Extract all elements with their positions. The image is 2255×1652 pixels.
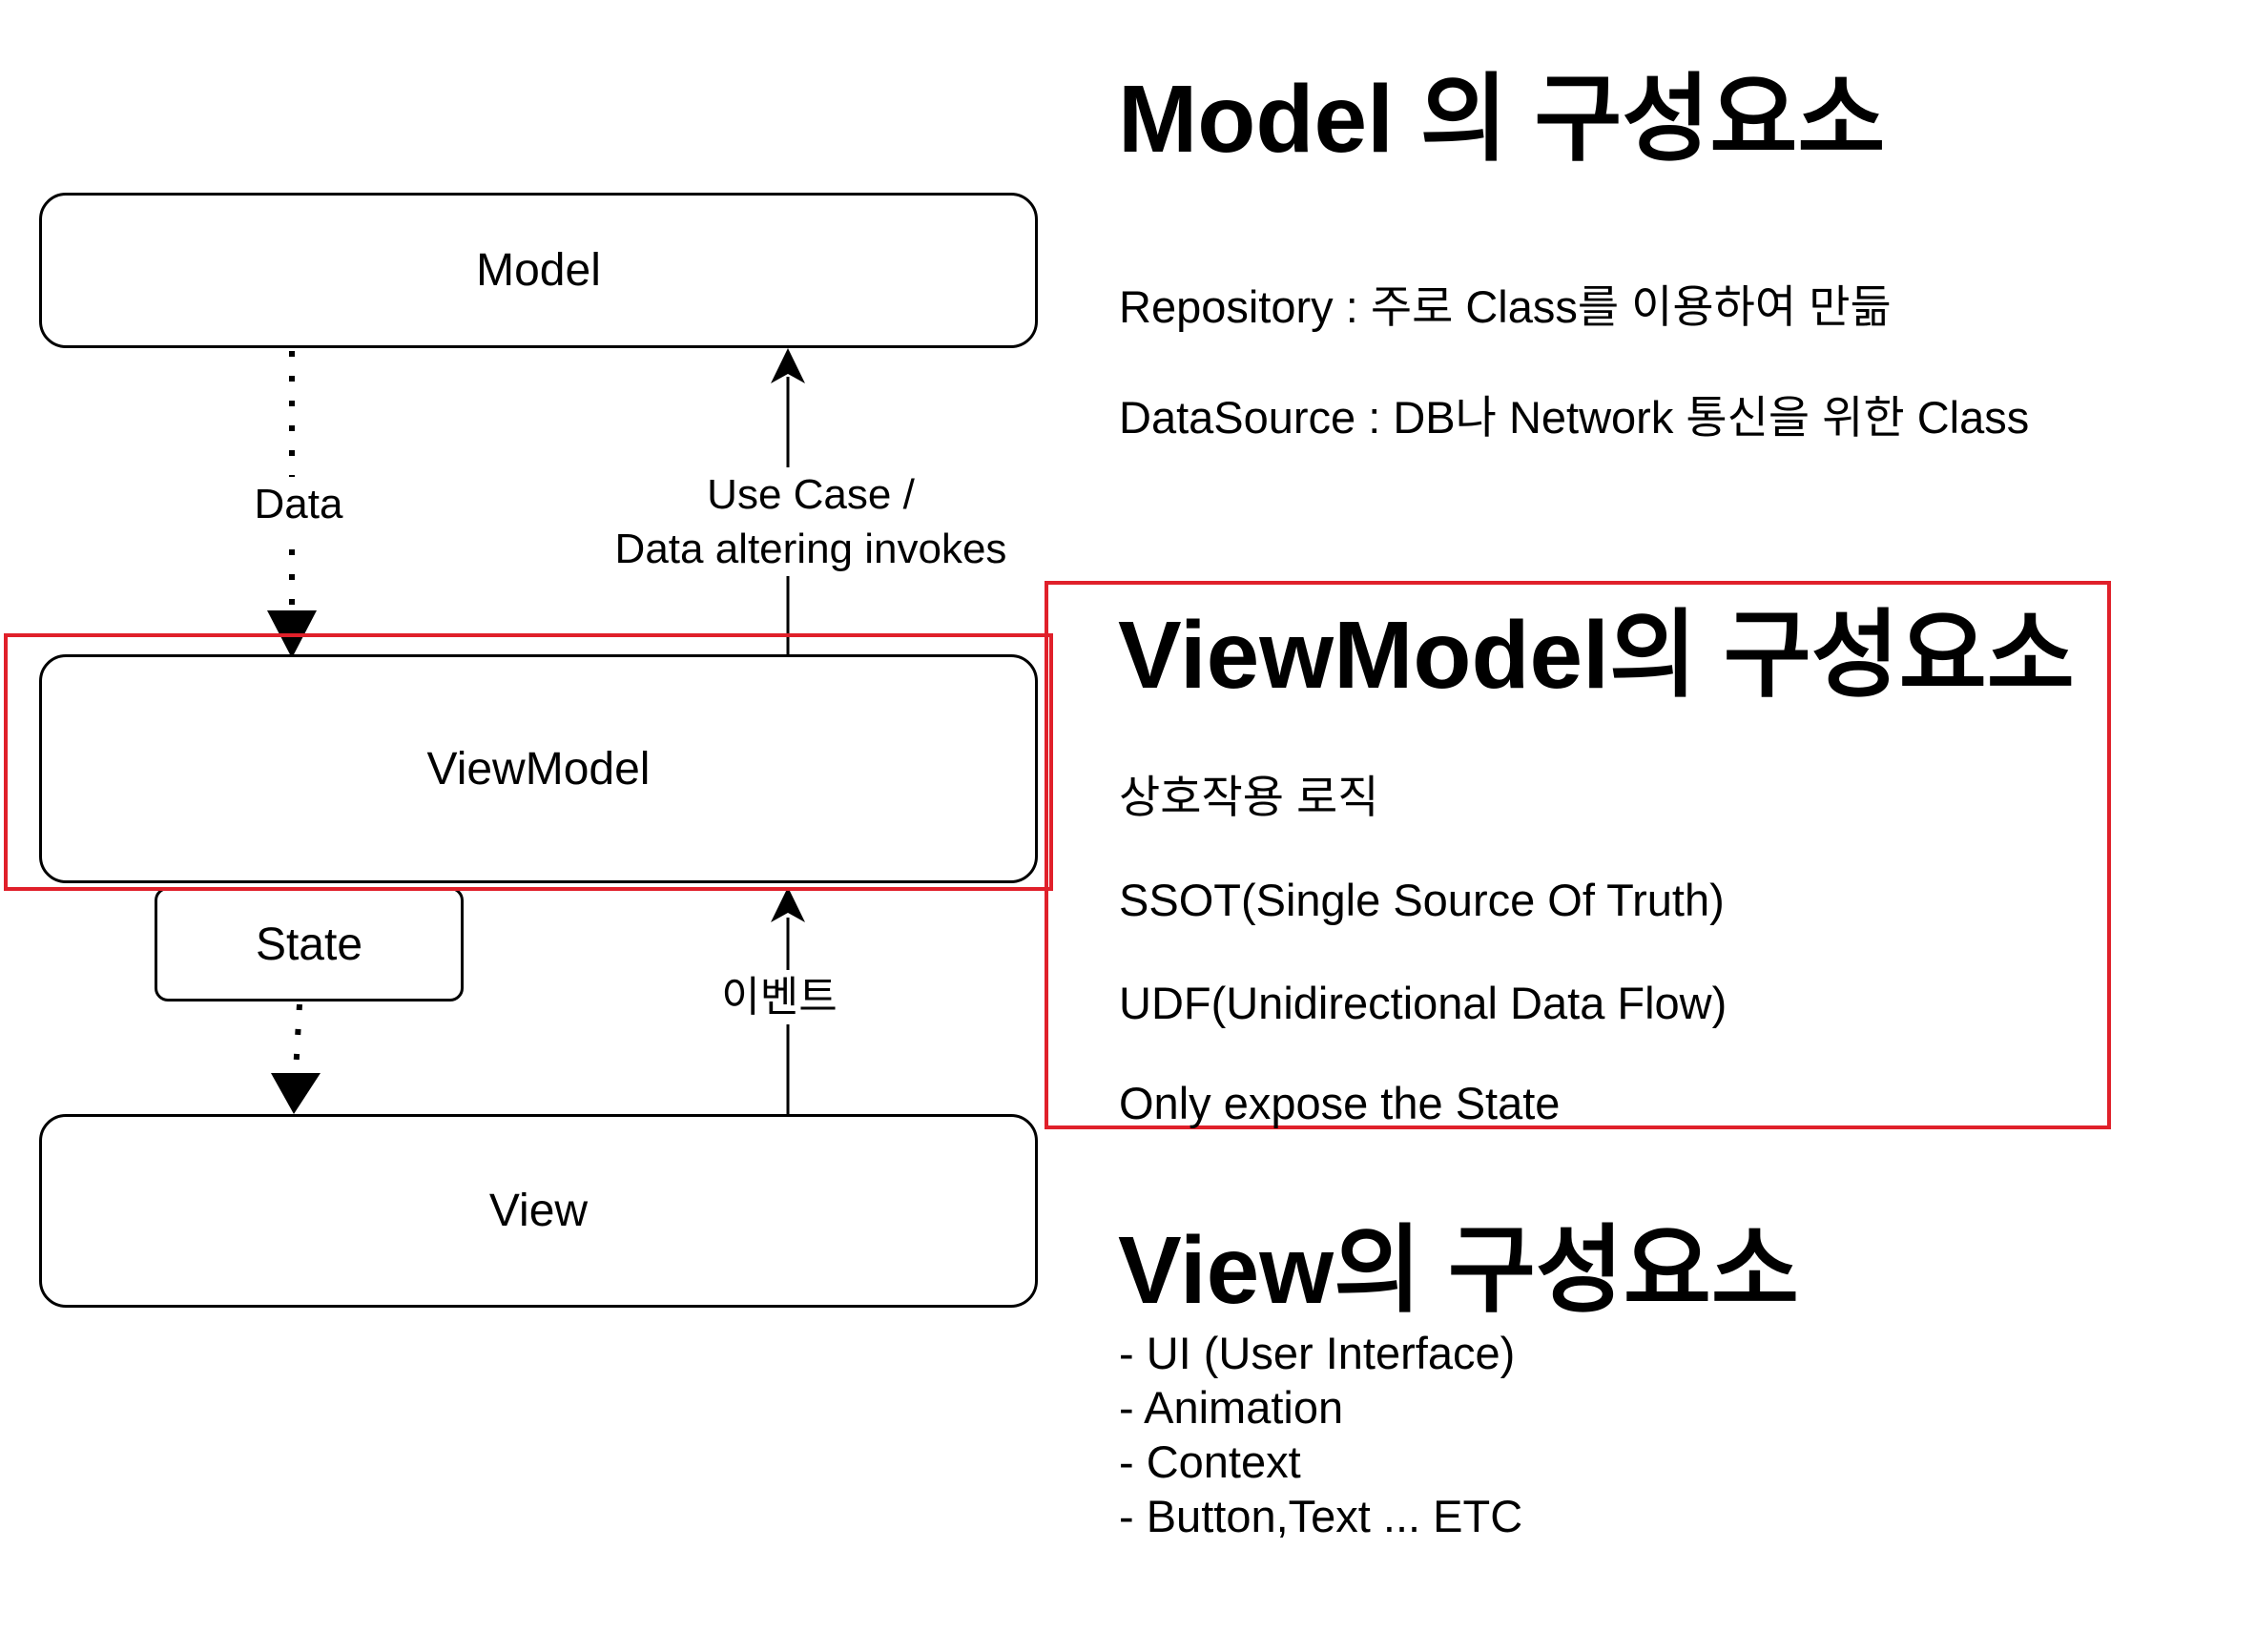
view-item-context: - Context — [1119, 1436, 1301, 1487]
view-item-ui: - UI (User Interface) — [1119, 1328, 1516, 1378]
state-box-label: State — [255, 919, 363, 970]
use-case-arrowhead — [771, 348, 805, 383]
model-box-label: Model — [476, 245, 601, 296]
state-flow-arrowhead — [271, 1073, 321, 1114]
viewmodel-box: ViewModel — [39, 654, 1038, 883]
view-box-label: View — [488, 1186, 589, 1236]
model-item-repository: Repository : 주로 Class를 이용하여 만듦 — [1119, 281, 1892, 332]
state-box: State — [155, 887, 464, 1002]
viewmodel-item-udf: UDF(Unidirectional Data Flow) — [1119, 978, 1727, 1028]
model-item-datasource: DataSource : DB나 Network 통신을 위한 Class — [1119, 392, 2030, 443]
use-case-edge-label: Use Case / Data altering invokes — [601, 467, 1021, 576]
view-section-title: View의 구성요소 — [1118, 1217, 1799, 1324]
viewmodel-section-title: ViewModel의 구성요소 — [1118, 602, 2075, 709]
model-section-title: Model 의 구성요소 — [1118, 66, 1886, 173]
viewmodel-box-label: ViewModel — [426, 743, 651, 795]
use-case-label-line1: Use Case / — [707, 471, 915, 518]
view-item-button-text: - Button,Text ... ETC — [1119, 1491, 1523, 1541]
viewmodel-item-expose-state: Only expose the State — [1119, 1078, 1561, 1128]
event-edge-label: 이벤트 — [717, 970, 841, 1024]
view-items-list: - UI (User Interface) - Animation - Cont… — [1119, 1326, 1522, 1543]
viewmodel-item-ssot: SSOT(Single Source Of Truth) — [1119, 875, 1725, 925]
viewmodel-highlight-frame — [4, 633, 1053, 891]
viewmodel-section-highlight-frame — [1045, 581, 2111, 1129]
use-case-label-line2: Data altering invokes — [614, 526, 1007, 572]
event-arrowhead — [771, 887, 805, 922]
model-box: Model — [39, 193, 1038, 348]
state-flow-connector — [293, 1003, 302, 1074]
viewmodel-item-interaction-logic: 상호작용 로직 — [1119, 772, 1379, 822]
view-item-animation: - Animation — [1119, 1382, 1344, 1433]
data-edge-label: Data — [246, 477, 351, 531]
view-box: View — [39, 1114, 1038, 1308]
